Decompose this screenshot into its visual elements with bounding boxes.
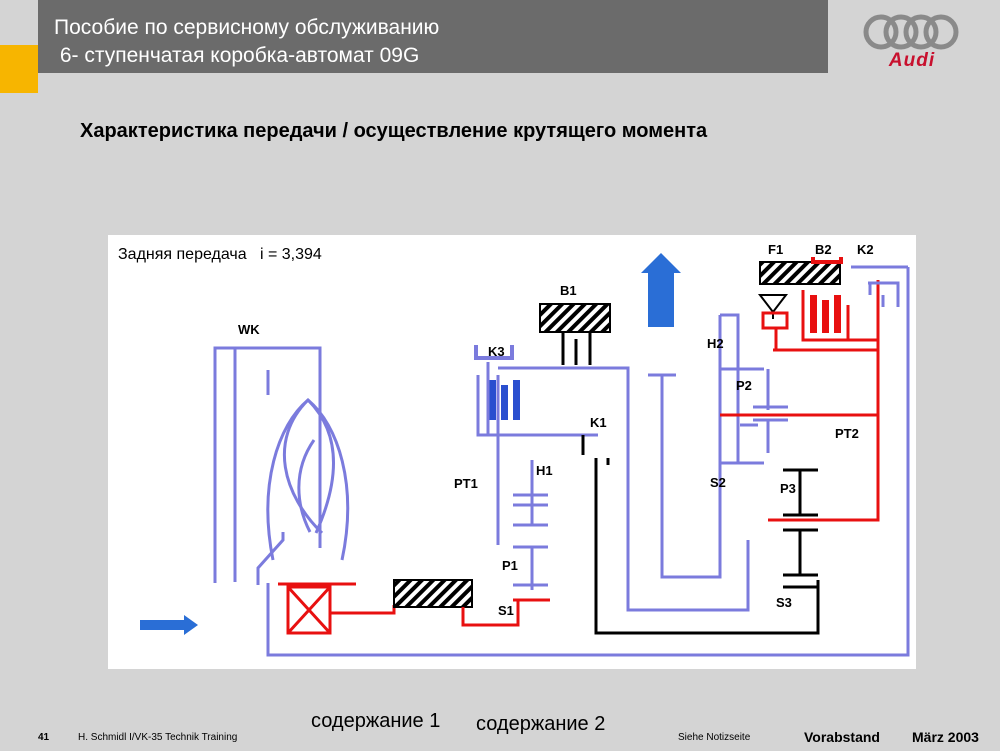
label-f1: F1 [768,242,783,257]
label-k3: K3 [488,344,505,359]
contents-link-2[interactable]: содержание 2 [476,713,606,735]
label-h2: H2 [707,336,724,351]
label-pt1: PT1 [454,476,478,491]
label-k2: K2 [857,242,874,257]
input-shaft [266,267,910,657]
audi-logo-text: Audi [888,50,936,71]
brake-housing [393,579,473,608]
label-p2: P2 [736,378,752,393]
contents-link-1[interactable]: содержание 1 [311,710,441,732]
label-s3: S3 [776,595,792,610]
header-bar [38,0,828,73]
torque-converter [213,346,350,585]
diagram-caption: Задняя передача i = 3,394 [118,246,322,263]
label-b1: B1 [560,283,577,298]
audi-logo [863,14,959,50]
input-arrow [140,615,198,635]
label-p1: P1 [502,558,518,573]
footer-date: März 2003 [912,729,979,745]
brake-f1-housing [759,261,841,285]
gearbox-diagram: WK K3 B1 K1 H1 PT1 P1 S1 H2 P2 S2 PT2 P3… [108,235,916,669]
gearbox-schematic: WK K3 B1 K1 H1 PT1 P1 S1 H2 P2 S2 PT2 P3… [140,242,910,657]
clutch-k1 [581,435,820,635]
freewheel-f1 [757,294,789,314]
header-accent-block [0,45,38,93]
label-s2: S2 [710,475,726,490]
label-pt2: PT2 [835,426,859,441]
label-p3: P3 [780,481,796,496]
label-s1: S1 [498,603,514,618]
brake-b2 [810,295,841,333]
label-h1: H1 [536,463,553,478]
footer-status: Vorabstand [804,729,880,745]
clutch-k2 [851,265,908,307]
brake-b1 [539,303,611,333]
label-wk: WK [238,322,260,337]
label-k1: K1 [590,415,607,430]
clutch-k3 [489,380,520,420]
output-arrow [641,253,681,327]
label-b2: B2 [815,242,832,257]
slide-title: Характеристика передачи / осуществление … [80,120,708,142]
header-title: Пособие по сервисному обслуживанию [54,16,440,39]
footer-author: H. Schmidl I/VK-35 Technik Training [78,732,238,743]
torque-converter-clutch [278,582,396,635]
page-number: 41 [38,732,50,743]
footer-notes: Siehe Notizseite [678,732,751,743]
header-subtitle: 6- ступенчатая коробка-автомат 09G [54,44,420,67]
